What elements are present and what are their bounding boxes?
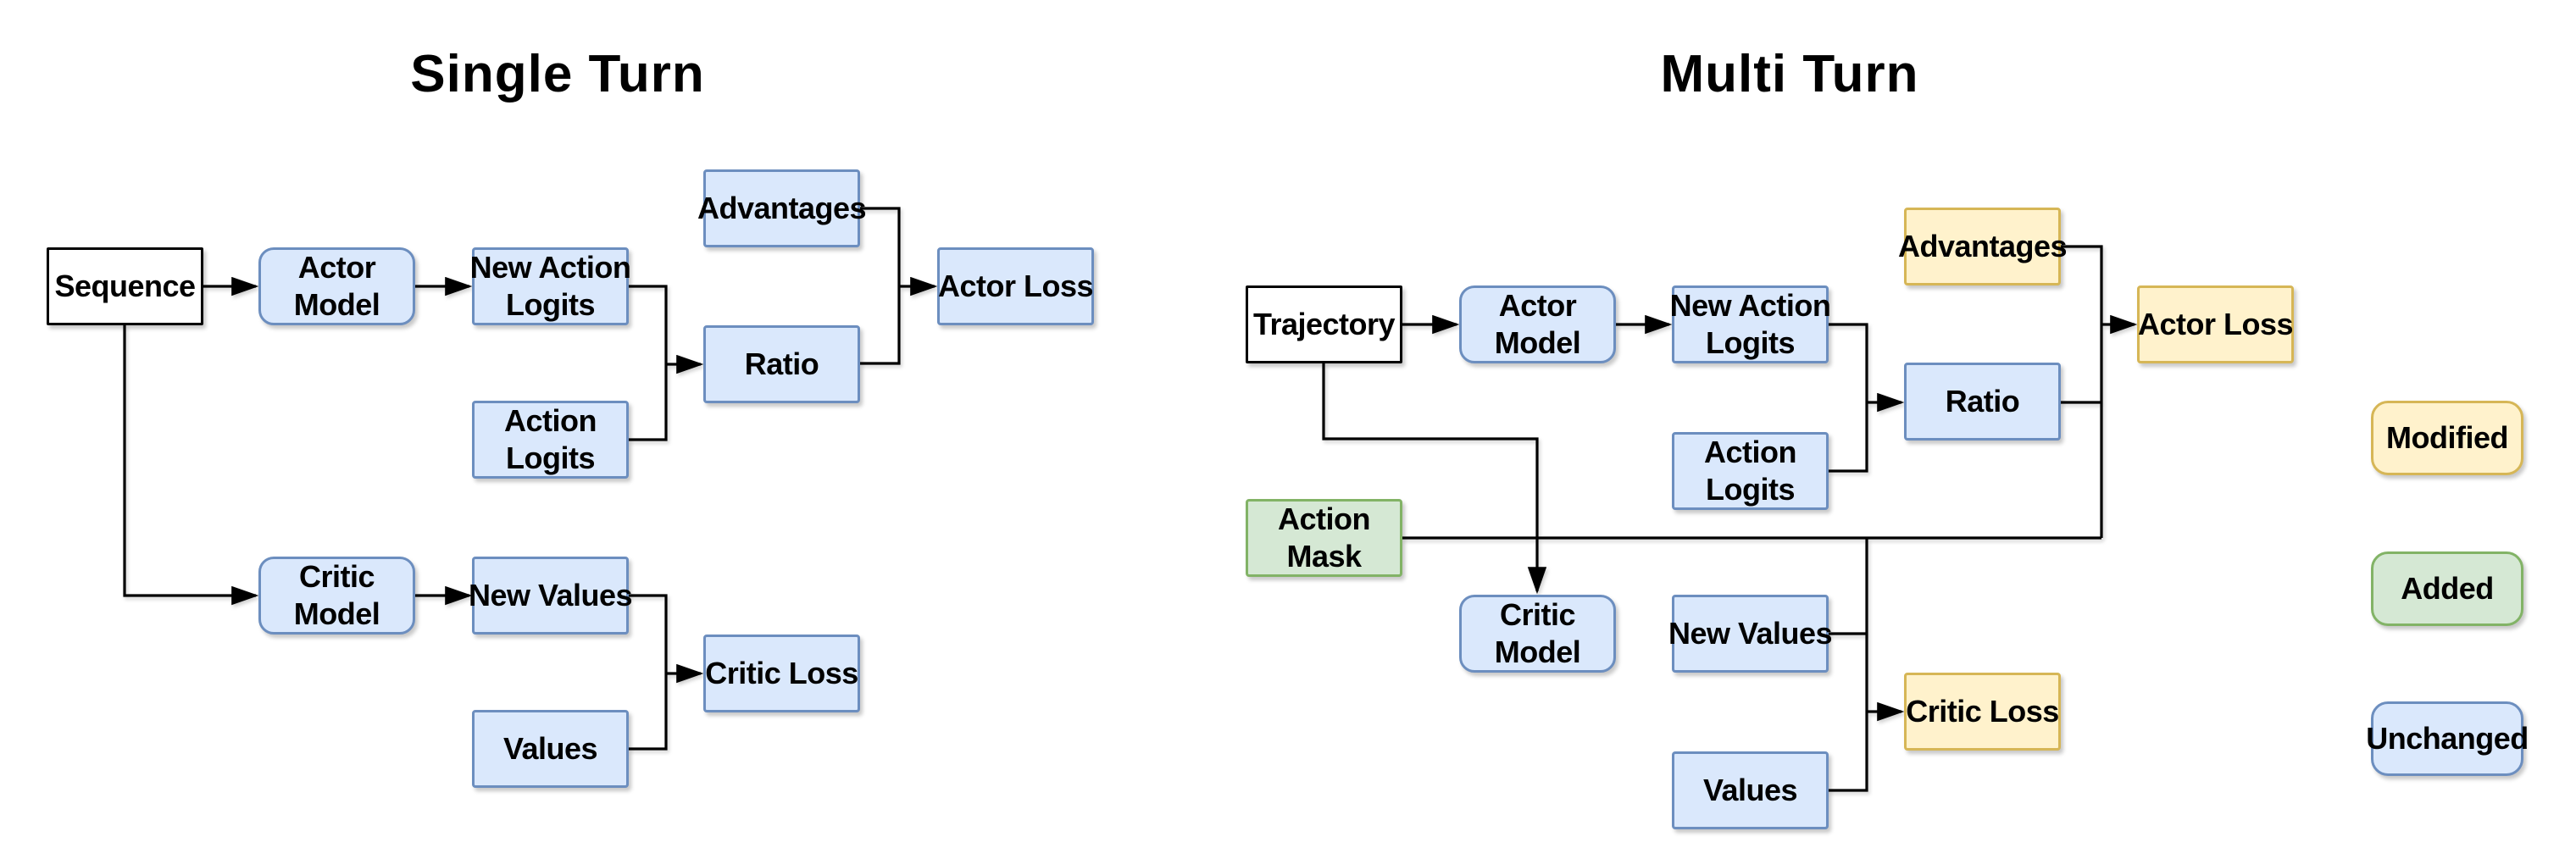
advantages-st-label: Advantages bbox=[697, 191, 867, 225]
trajectory-box: Trajectory bbox=[1246, 285, 1402, 363]
action-mask-label: Action Mask bbox=[1278, 502, 1371, 574]
new-action-logits-st-label: New Action Logits bbox=[469, 250, 631, 322]
advantages-st-box: Advantages bbox=[697, 169, 867, 247]
new-values-mt-box: New Values bbox=[1668, 595, 1833, 673]
single-turn-title: Single Turn bbox=[410, 45, 705, 103]
edge-advantages-actor-loss-junction-mt bbox=[2061, 245, 2103, 538]
values-st-label: Values bbox=[502, 731, 598, 766]
new-values-st-label: New Values bbox=[468, 578, 633, 612]
actor-loss-st-box: Actor Loss bbox=[937, 247, 1094, 325]
actor-model-st-label: Actor Model bbox=[293, 250, 380, 322]
edge-values-junction-st bbox=[629, 594, 668, 751]
ratio-mt-box: Ratio bbox=[1904, 363, 2061, 441]
ratio-st-label: Ratio bbox=[744, 346, 819, 381]
actor-model-st-box: Actor Model bbox=[258, 247, 415, 325]
edge-logits-junction-mt bbox=[1829, 323, 1868, 473]
actor-model-mt-box: Actor Model bbox=[1459, 285, 1616, 363]
edge-sequence-critic-model bbox=[123, 325, 259, 606]
critic-model-st-box: Critic Model bbox=[258, 557, 415, 635]
values-st-box: Values bbox=[472, 710, 629, 788]
values-mt-box: Values bbox=[1672, 751, 1829, 829]
action-logits-mt-label: Action Logits bbox=[1704, 435, 1797, 507]
legend-added-label: Added bbox=[2401, 571, 2494, 606]
multi-turn-title: Multi Turn bbox=[1660, 45, 1919, 103]
legend-modified-box: Modified bbox=[2371, 401, 2523, 475]
edge-advantages-ratio-junction-st bbox=[860, 207, 901, 365]
legend-added-box: Added bbox=[2371, 551, 2523, 626]
ratio-mt-label: Ratio bbox=[1945, 384, 2020, 418]
action-mask-box: Action Mask bbox=[1246, 499, 1402, 577]
sequence-box: Sequence bbox=[47, 247, 203, 325]
advantages-mt-box: Advantages bbox=[1898, 208, 2068, 285]
critic-loss-st-box: Critic Loss bbox=[703, 635, 860, 712]
legend-modified-label: Modified bbox=[2386, 420, 2508, 455]
critic-model-st-label: Critic Model bbox=[293, 559, 380, 631]
critic-loss-st-label: Critic Loss bbox=[705, 656, 858, 690]
critic-loss-mt-label: Critic Loss bbox=[1906, 694, 2059, 729]
actor-loss-mt-box: Actor Loss bbox=[2137, 285, 2294, 363]
edge-mask-values-junction-mt bbox=[1829, 538, 1868, 792]
ratio-st-box: Ratio bbox=[703, 325, 860, 403]
actor-model-mt-label: Actor Model bbox=[1494, 288, 1581, 360]
actor-loss-st-label: Actor Loss bbox=[937, 269, 1094, 303]
edge-trajectory-critic-model bbox=[1322, 363, 1547, 595]
legend-unchanged-box: Unchanged bbox=[2366, 701, 2529, 776]
new-values-mt-label: New Values bbox=[1668, 616, 1833, 651]
critic-model-mt-box: Critic Model bbox=[1459, 595, 1616, 673]
edge-logits-junction-st bbox=[629, 285, 668, 441]
action-logits-st-box: Action Logits bbox=[472, 401, 629, 479]
new-values-st-box: New Values bbox=[468, 557, 633, 635]
legend-unchanged-label: Unchanged bbox=[2366, 721, 2529, 756]
actor-loss-mt-label: Actor Loss bbox=[2137, 307, 2294, 341]
new-action-logits-st-box: New Action Logits bbox=[469, 247, 631, 325]
values-mt-label: Values bbox=[1702, 773, 1798, 807]
sequence-label: Sequence bbox=[54, 269, 196, 303]
advantages-mt-label: Advantages bbox=[1897, 229, 2068, 263]
action-logits-st-label: Action Logits bbox=[504, 403, 597, 475]
new-action-logits-mt-label: New Action Logits bbox=[1669, 288, 1831, 360]
action-logits-mt-box: Action Logits bbox=[1672, 432, 1829, 510]
trajectory-label: Trajectory bbox=[1252, 307, 1396, 341]
new-action-logits-mt-box: New Action Logits bbox=[1669, 285, 1831, 363]
critic-model-mt-label: Critic Model bbox=[1494, 597, 1581, 669]
critic-loss-mt-box: Critic Loss bbox=[1904, 673, 2061, 751]
